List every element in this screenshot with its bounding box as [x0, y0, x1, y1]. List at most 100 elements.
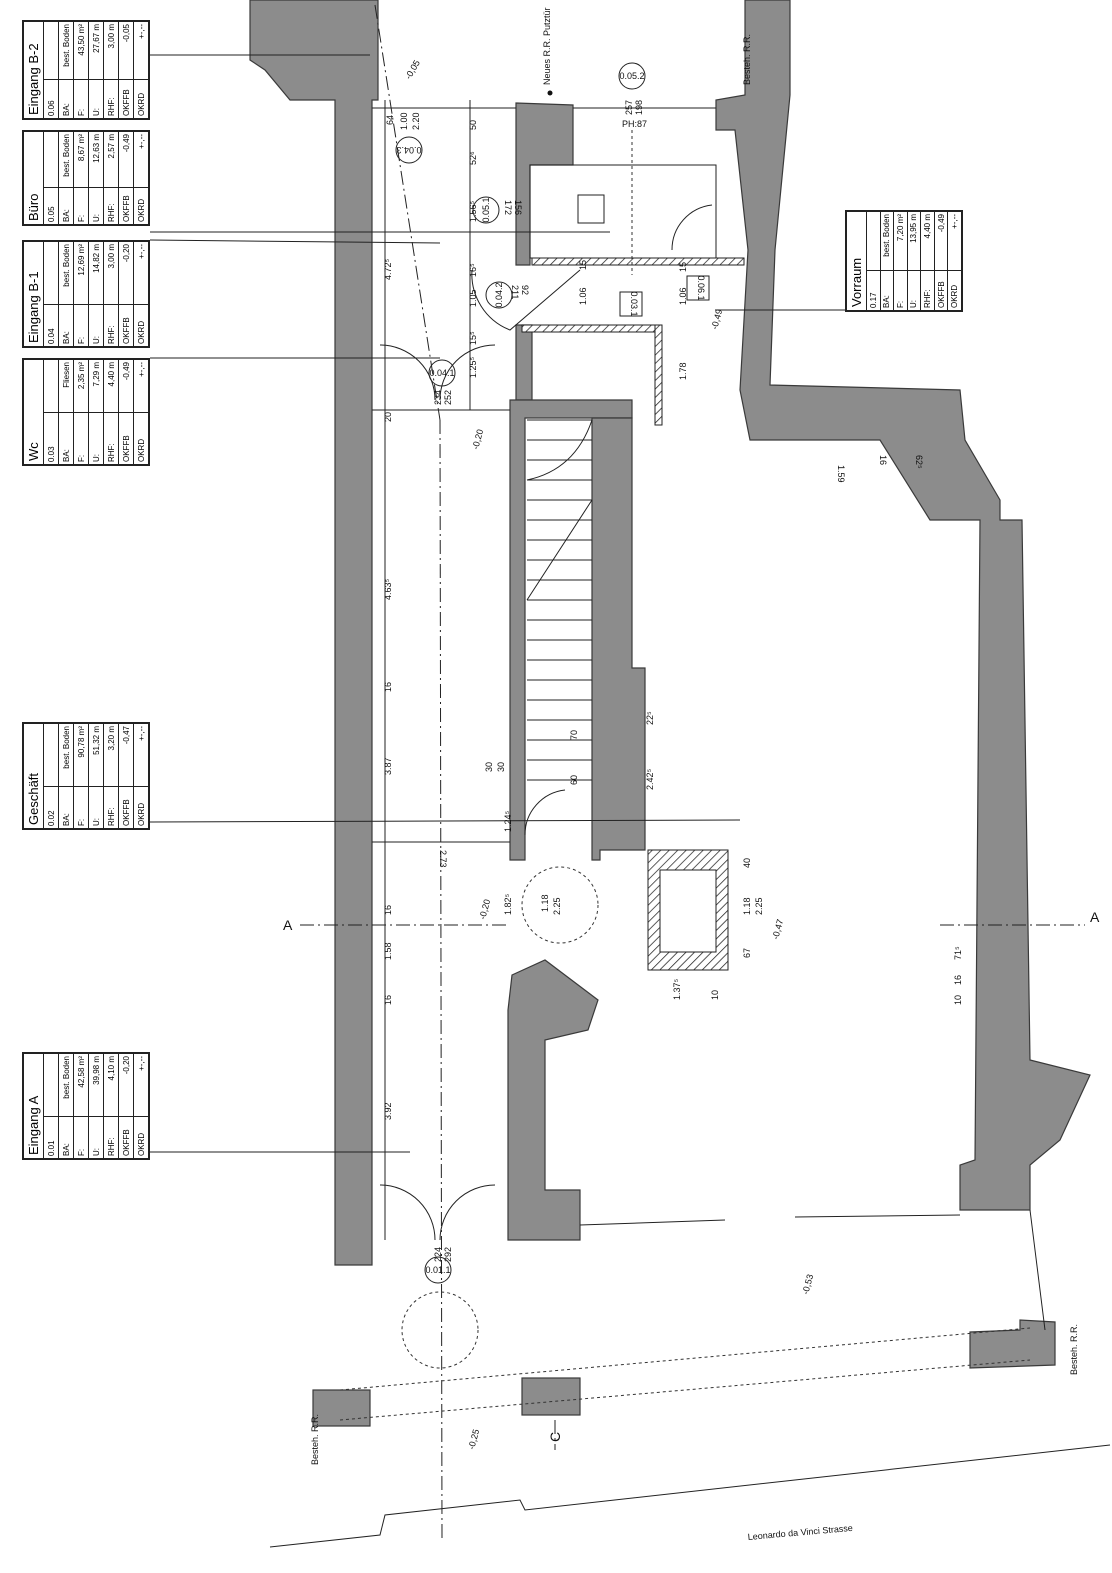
room-number: 0.05 — [43, 187, 59, 225]
wall-office-block — [515, 102, 574, 266]
street-name: Leonardo da Vinci Strasse — [747, 1523, 853, 1542]
pillar-center — [521, 1377, 581, 1416]
dimension: 2.25 — [552, 897, 562, 915]
dimension: 1.24⁵ — [503, 810, 513, 832]
room-field-value: best. Boden — [58, 131, 74, 188]
room-field-label: F: — [73, 786, 89, 829]
room-field-value: -0,49 — [118, 131, 134, 188]
room-number: 0.06 — [43, 79, 59, 119]
room-field-value: 12,63 m — [88, 131, 104, 188]
dimension: 1.05 — [468, 289, 478, 307]
room-field-value: 7,20 m² — [893, 211, 908, 271]
pillar-right — [969, 1319, 1056, 1369]
dimension: 1.18 — [742, 897, 752, 915]
room-field-label: U: — [88, 412, 104, 465]
dimension: 16 — [878, 455, 888, 465]
door-size: 92 — [520, 285, 530, 295]
elevation: -0,20 — [477, 898, 492, 920]
room-field-value: +-,-- — [133, 1053, 149, 1117]
room-field-label: F: — [73, 187, 89, 225]
room-field-value: best. Boden — [58, 21, 74, 80]
room-field-value: 7,29 m — [88, 359, 104, 413]
door-size: 156 — [513, 200, 523, 215]
empty-cell — [43, 1053, 59, 1117]
room-field-value: +-,-- — [133, 241, 149, 305]
dimension: 4.72⁵ — [383, 258, 393, 280]
room-field-label: OKFFB — [934, 271, 948, 311]
room-field-label: RHF: — [103, 786, 119, 829]
door-size: 234 — [433, 390, 443, 405]
room-field-label: BA: — [58, 1116, 74, 1159]
room-field-value: best. Boden — [58, 723, 74, 787]
wall-right-top — [715, 0, 1091, 1211]
dimension: 10 — [953, 995, 963, 1005]
room-field-label: OKRD — [133, 187, 149, 225]
room-name: Geschäft — [23, 723, 44, 829]
room-number: 0.17 — [866, 271, 881, 311]
room-field-label: OKRD — [133, 79, 149, 119]
putztuer-label: Neues R.R. Putztür — [542, 7, 552, 85]
door-tag: 0.04.2 — [494, 282, 504, 307]
door-tag: 0.05.2 — [619, 71, 644, 81]
room-field-label: F: — [73, 412, 89, 465]
room-field-label: BA: — [58, 187, 74, 225]
dimension: 10 — [710, 990, 720, 1000]
room-field-label: U: — [88, 187, 104, 225]
room-field-label: RHF: — [103, 1116, 119, 1159]
room-field-label: OKRD — [133, 786, 149, 829]
room-field-value: 2,57 m — [103, 131, 119, 188]
dimension: 16⁵ — [468, 263, 478, 277]
dimension: 3.87 — [383, 757, 393, 775]
wc-partition — [531, 257, 745, 266]
dimension: 70 — [569, 730, 579, 740]
room-field-value: 3,00 m — [103, 21, 119, 80]
room-number: 0.03 — [43, 412, 59, 465]
dimension: 1.25⁵ — [468, 356, 478, 378]
door-tag: 0.01.1 — [425, 1265, 450, 1275]
room-field-label: BA: — [58, 79, 74, 119]
empty-cell — [43, 359, 59, 413]
empty-cell — [866, 211, 881, 271]
dimension: 1.56⁵ — [468, 200, 478, 222]
dimension-labels: 64 1.00 2.20 4.72⁵ 20 4.63⁵ 16 3.87 16 1… — [383, 112, 963, 1120]
section-c: C — [547, 1432, 563, 1442]
room-field-value: 39,98 m — [88, 1053, 104, 1117]
room-field-value: best. Boden — [58, 1053, 74, 1117]
door-size: 198 — [634, 100, 644, 115]
door-tag: 0.04.3 — [396, 145, 421, 155]
room-field-label: F: — [73, 304, 89, 347]
room-name: Büro — [23, 131, 44, 225]
room-field-label: RHF: — [920, 271, 935, 311]
dimension: 2.73 — [438, 850, 448, 868]
elevation: -0,20 — [470, 428, 485, 450]
rr-label-left: Besteh. R.R. — [310, 1414, 320, 1465]
dimension: 4.63⁵ — [383, 578, 393, 600]
room-field-label: RHF: — [103, 187, 119, 225]
rr-label-top: Besteh. R.R. — [742, 34, 752, 85]
room-field-value: 12,69 m² — [73, 241, 89, 305]
dimension: 62⁵ — [914, 455, 924, 469]
room-field-label: RHF: — [103, 304, 119, 347]
room-number: 0.04 — [43, 304, 59, 347]
rr-label-right: Besteh. R.R. — [1069, 1324, 1079, 1375]
dimension: 16 — [383, 995, 393, 1005]
room-field-value: 3,20 m — [103, 723, 119, 787]
door-size: 257 — [624, 100, 634, 115]
dimension: 71⁵ — [953, 946, 963, 960]
wall-stair-right — [591, 417, 646, 861]
room-name: Eingang B-1 — [23, 241, 44, 347]
dimension: 40 — [742, 858, 752, 868]
ph-label: PH:87 — [622, 119, 647, 129]
dimension: 2.42⁵ — [645, 768, 655, 790]
room-field-value: 42,58 m² — [73, 1053, 89, 1117]
room-field-value: 8,67 m² — [73, 131, 89, 188]
room-field-label: OKRD — [947, 271, 962, 311]
wall-wc — [515, 324, 533, 401]
